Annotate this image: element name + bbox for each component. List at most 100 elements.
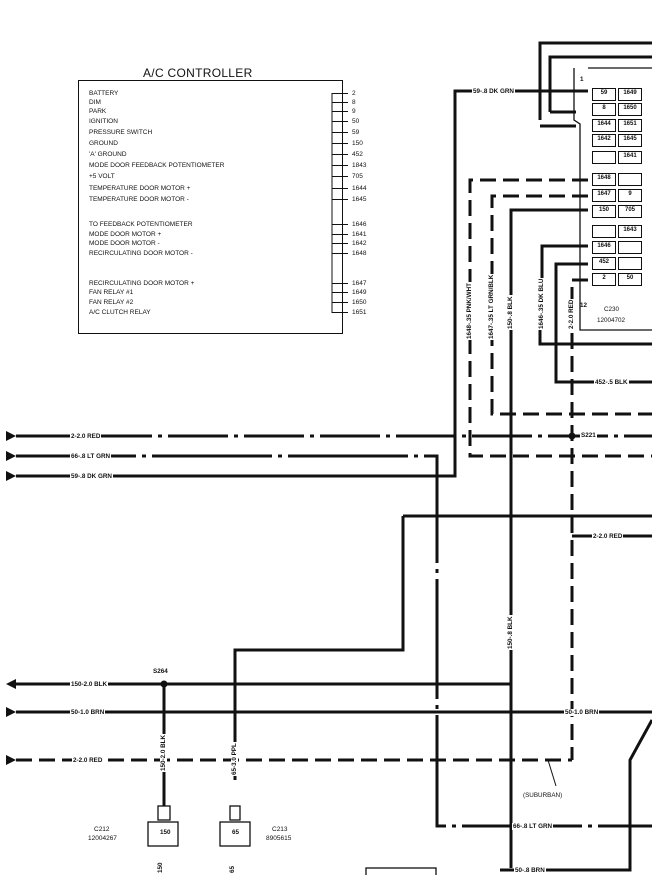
controller-pin-number: 1646 [352,221,367,228]
wire-label-pnk-wht: 1648-.35 PNK/WHT [466,282,473,340]
controller-pin-number: 50 [352,118,360,125]
controller-pin-number: 8 [352,99,356,106]
wire-2-red-vert [570,278,588,760]
wire-label-red-bottom-left: 2-2.0 RED [72,757,104,764]
arrow-dk-grn-left [6,471,16,481]
controller-pin-label: PARK [89,108,107,115]
c212-name: C212 [94,826,110,833]
c230-cavity: 50 [618,273,642,286]
controller-pin-label: PRESSURE SWITCH [89,129,153,136]
controller-pin-number: 9 [352,108,356,115]
controller-pin-label: GROUND [89,140,118,147]
c230-body [573,68,652,331]
controller-pin-label: +5 VOLT [89,173,115,180]
note-suburban: (SUBURBAN) [522,792,564,799]
arrow-150-left [6,679,16,689]
c230-cavity: 1642 [592,134,616,147]
arrow-red-bottom-left [6,755,16,765]
c212-cap [157,805,171,821]
c230-cavity: 1643 [618,225,642,238]
controller-pin-label: TEMPERATURE DOOR MOTOR - [89,196,189,203]
wire-label-150-vert: 150-2.0 BLK [160,733,167,772]
c230-cavity [592,151,616,164]
wire-1646-dk-blu [540,244,588,330]
controller-pin-label: TO FEEDBACK POTENTIOMETER [89,221,193,228]
wire-label-red-vert: 2-2.0 RED [568,298,575,330]
c213-body [219,821,251,847]
controller-pin-number: 1650 [352,299,367,306]
arrow-red-left [6,431,16,441]
controller-pin-number: 1843 [352,162,367,169]
controller-pin-number: 2 [352,90,356,97]
controller-pin-number: 150 [352,140,363,147]
controller-pin-label: TEMPERATURE DOOR MOTOR + [89,185,191,192]
wire-label-150-blk-mid: 150-.8 BLK [507,615,514,650]
c230-left-pin: 12 [580,302,588,309]
controller-pin-number: 1651 [352,309,367,316]
c230-cavity: 1648 [592,173,616,186]
controller-pin-label: RECIRCULATING DOOR MOTOR - [89,250,193,257]
wire-label-lt-grn-left: 66-.8 LT GRN [70,453,112,460]
c212-body [147,821,179,847]
c230-part: 12004702 [597,317,626,324]
wire-label-dk-grn-left: 59-.8 DK GRN [70,473,113,480]
c230-cavity: 59 [592,88,616,101]
c230-cavity [618,257,642,270]
c230-cavity: 1651 [618,119,642,132]
wire-harness-top-2 [548,55,652,112]
c230-cavity: 1650 [618,103,642,116]
controller-pin-number: 1649 [352,289,367,296]
controller-title: A/C CONTROLLER [143,66,253,80]
controller-pin-label: IGNITION [89,118,118,125]
wire-label-dk-grn-top: 59-.8 DK GRN [472,88,515,95]
suburban-leader [547,759,557,787]
c213-bottom: 65 [229,864,236,874]
controller-pin-number: 705 [352,173,363,180]
c213-cap [229,805,241,821]
splice-label-s264: S264 [152,668,169,675]
c230-cavity [618,241,642,254]
splice-s264 [160,680,168,688]
controller-pin-label: A/C CLUTCH RELAY [89,309,151,316]
wire-label-brn-bottom: 50-.8 BRN [514,867,546,874]
arrow-lt-grn-left [6,451,16,461]
c230-cavity: 452 [592,257,616,270]
c230-cavity: 1649 [618,88,642,101]
c230-cavity: 2 [592,273,616,286]
c230-cavity: 705 [618,205,642,218]
controller-pin-label: MODE DOOR FEEDBACK POTENTIOMETER [89,162,225,169]
c230-corner-number: 1 [580,76,584,83]
c230-cavity [592,225,616,238]
c230-harness-left [538,330,652,346]
controller-pin-label: FAN RELAY #2 [89,299,134,306]
wire-harness-top-1 [538,41,652,120]
wire-label-dk-blu: 1646-.35 DK BLU [538,277,545,330]
c213-pin: 65 [232,829,240,836]
c230-cavity: 1647 [592,189,616,202]
wire-label-150-left: 150-2.0 BLK [70,681,109,688]
c230-cavity: 1641 [618,151,642,164]
controller-pin-label: BATTERY [89,90,119,97]
c230-name: C230 [604,306,620,313]
c230-cavity [618,173,642,186]
controller-pin-number: 1642 [352,240,367,247]
wire-label-65-ppl: 65-3.0 PPL [231,742,238,776]
wire-66-lt-grn [16,454,652,828]
controller-pin-number: 59 [352,129,360,136]
wire-label-452-blk: 452-.5 BLK [594,379,629,386]
arrow-group [6,431,16,765]
controller-pin-number: 1648 [352,250,367,257]
controller-pin-number: 1647 [352,280,367,287]
c230-cavity: 8 [592,103,616,116]
controller-pin-label: DIM [89,99,101,106]
controller-pin-label: RECIRCULATING DOOR MOTOR + [89,280,195,287]
wire-label-brn-left: 50-1.0 BRN [70,709,106,716]
wire-59-dk-grn [130,89,588,478]
controller-box [78,80,343,334]
c230-cavity: 1644 [592,119,616,132]
c230-cavity: 1646 [592,241,616,254]
wire-label-150-blk: 150-.8 BLK [507,295,514,330]
wire-150-2-blk-v [233,516,405,780]
splice-label-s221: S221 [580,432,597,439]
c212-bottom: 150 [157,861,164,874]
